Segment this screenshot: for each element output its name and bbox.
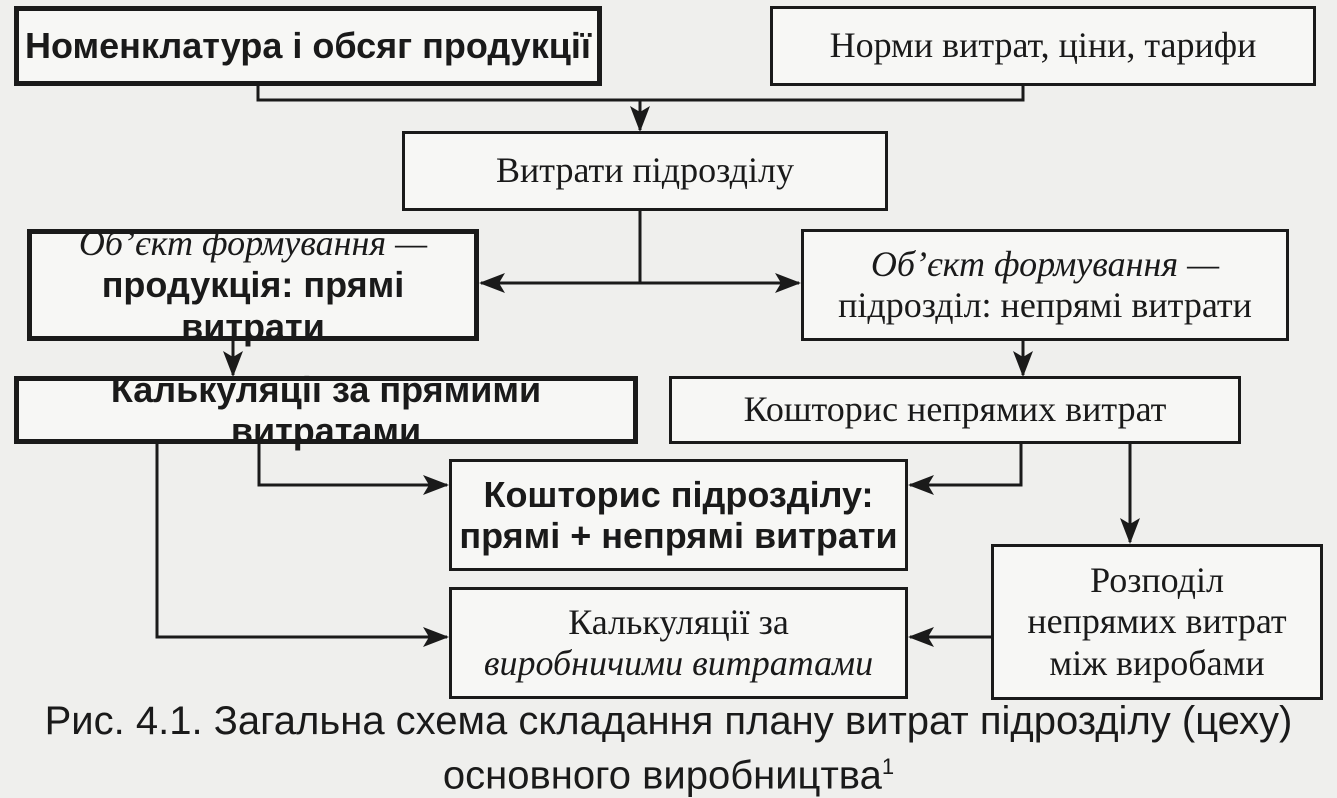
division-estimate-box: Кошторис підрозділу: прямі + непрямі вит… (449, 459, 908, 571)
division-costs-label: Витрати підрозділу (496, 150, 794, 191)
caption-footnote: 1 (881, 754, 895, 779)
calc-production-box: Калькуляції за виробничими витратами (449, 587, 908, 699)
caption-line1: Рис. 4.1. Загальна схема складання плану… (44, 699, 1293, 743)
caption-line2-wrap: основного виробництва1 (0, 744, 1337, 798)
distribution-line2: непрямих витрат (1027, 601, 1287, 642)
arrow-to-calc-production-from-direct (155, 444, 449, 647)
distribution-line3: між виробами (1049, 642, 1265, 683)
division-costs-box: Витрати підрозділу (402, 131, 888, 211)
merge-line-top (256, 86, 1025, 102)
distribution-line1: Розподіл (1090, 559, 1224, 600)
object-product-box: Об’єкт формування — продукція: прямі вит… (27, 223, 479, 347)
calc-direct-box: Калькуляції за прямими витратами (14, 369, 638, 451)
object-product-line1: Об’єкт формування — (78, 222, 428, 263)
nomenclature-box: Номенклатура і обсяг продукції (14, 6, 602, 86)
object-division-box: Об’єкт формування — підрозділ: непрямі в… (801, 229, 1289, 341)
indirect-estimate-box: Кошторис непрямих витрат (669, 376, 1241, 444)
object-division-line2: підрозділ: непрямі витрати (838, 285, 1252, 325)
division-estimate-line2: прямі + непрямі витрати (459, 515, 898, 556)
object-division-line1: Об’єкт формування — (870, 243, 1220, 284)
arrow-to-division-estimate-from-direct (257, 444, 449, 495)
calc-production-line1: Калькуляції за (568, 601, 789, 642)
nomenclature-label: Номенклатура і обсяг продукції (25, 25, 591, 67)
caption-line2: основного виробництва (442, 753, 882, 798)
object-product-line2: продукція: прямі витрати (101, 264, 405, 347)
calc-direct-label: Калькуляції за прямими витратами (110, 368, 542, 451)
distribution-box: Розподіл непрямих витрат між виробами (991, 544, 1323, 700)
division-estimate-line1: Кошторис підрозділу: (483, 473, 874, 515)
norms-label: Норми витрат, ціни, тарифи (829, 25, 1257, 66)
calc-production-line2: виробничими витратами (483, 643, 874, 683)
indirect-estimate-label: Кошторис непрямих витрат (743, 389, 1167, 430)
arrow-to-division-estimate-from-indirect (908, 444, 1023, 495)
norms-box: Норми витрат, ціни, тарифи (770, 6, 1316, 86)
figure-caption: Рис. 4.1. Загальна схема складання плану… (0, 698, 1337, 798)
